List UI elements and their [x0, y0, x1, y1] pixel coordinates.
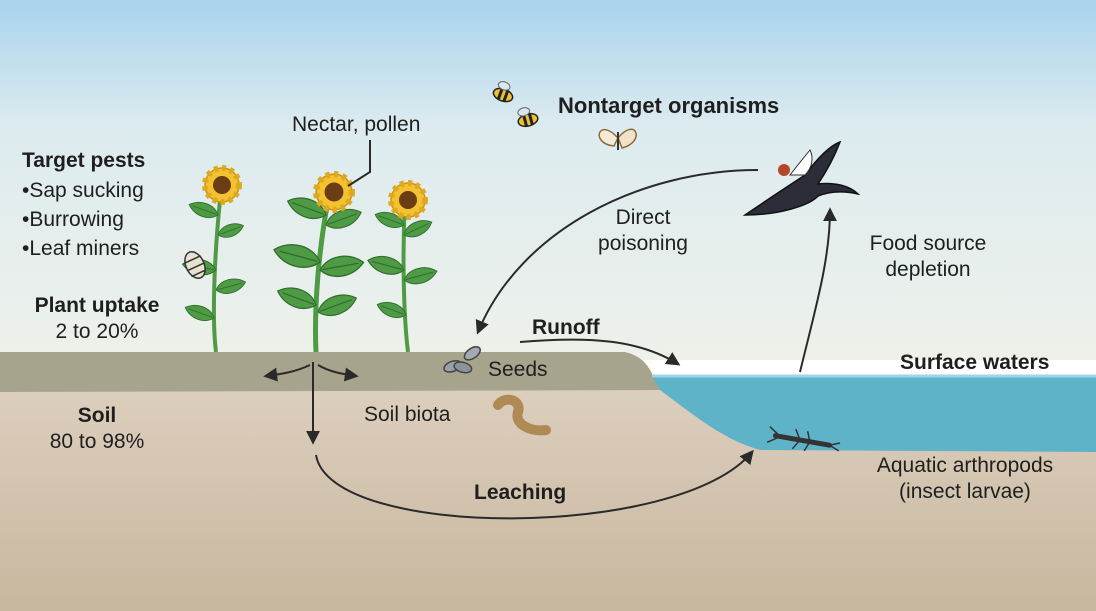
direct-poisoning-line-1: Direct: [615, 206, 671, 229]
sunflower-icon: [205, 168, 239, 202]
plant-uptake-value: 2 to 20%: [55, 320, 139, 344]
aquatic-arthropods-line-1: Aquatic arthropods: [876, 454, 1054, 477]
sky: [0, 0, 1096, 360]
earthworm-icon: [493, 394, 551, 436]
soil-label: Soil 80 to 98%: [22, 403, 172, 456]
target-pest-item: •Burrowing: [22, 208, 124, 231]
aquatic-arthropods-line-2: (insect larvae): [899, 480, 1031, 504]
soil-value: 80 to 98%: [49, 430, 145, 454]
leaching-label: Leaching: [474, 481, 567, 504]
butterfly-icon: [598, 128, 637, 150]
seeds-label: Seeds: [488, 358, 548, 381]
nectar-leader-line: [347, 140, 371, 187]
food-source-depletion-arrow: [799, 207, 837, 373]
uptake-arrow-right: [317, 364, 359, 382]
stem-left: [211, 199, 222, 353]
leaching-arrow: [315, 449, 754, 520]
target-pest-item: •Sap sucking: [22, 179, 144, 202]
seeds-icon: [443, 345, 481, 374]
sunflower-icon: [391, 183, 425, 217]
aquatic-arthropods-label: Aquatic arthropods (insect larvae): [845, 453, 1085, 506]
food-source-depletion-label: Food source depletion: [848, 231, 1008, 284]
stem-right: [401, 199, 410, 353]
plant-uptake-title: Plant uptake: [34, 294, 160, 317]
nontarget-organisms-label: Nontarget organisms: [558, 93, 780, 118]
moth-icon: [183, 251, 207, 279]
soil-biota-label: Soil biota: [364, 403, 451, 426]
runoff-arrow: [519, 338, 681, 366]
runoff-label: Runoff: [532, 316, 600, 339]
direct-poisoning-arrow: [475, 169, 759, 335]
target-pests-list: •Sap sucking •Burrowing •Leaf miners: [22, 176, 144, 263]
target-pests-title: Target pests: [22, 149, 146, 172]
plant-uptake-label: Plant uptake 2 to 20%: [12, 293, 182, 346]
insect-larva-icon: [766, 426, 841, 452]
surface-water: [652, 376, 1096, 452]
swallow-icon: [742, 140, 861, 216]
ground-surface: [0, 352, 660, 392]
bee-icon: [492, 81, 514, 103]
sunflower-icon: [316, 174, 352, 210]
direct-poisoning-line-2: poisoning: [598, 232, 688, 256]
direct-poisoning-label: Direct poisoning: [578, 205, 708, 258]
soil-title: Soil: [77, 404, 117, 427]
nectar-pollen-label: Nectar, pollen: [292, 113, 421, 136]
food-source-line-1: Food source: [869, 232, 987, 255]
surface-waters-label: Surface waters: [900, 351, 1050, 374]
food-source-line-2: depletion: [885, 258, 971, 282]
uptake-arrow-left: [263, 364, 311, 382]
target-pest-item: •Leaf miners: [22, 237, 140, 260]
sunflower-plants: [180, 168, 440, 353]
bee-icon: [517, 107, 539, 128]
